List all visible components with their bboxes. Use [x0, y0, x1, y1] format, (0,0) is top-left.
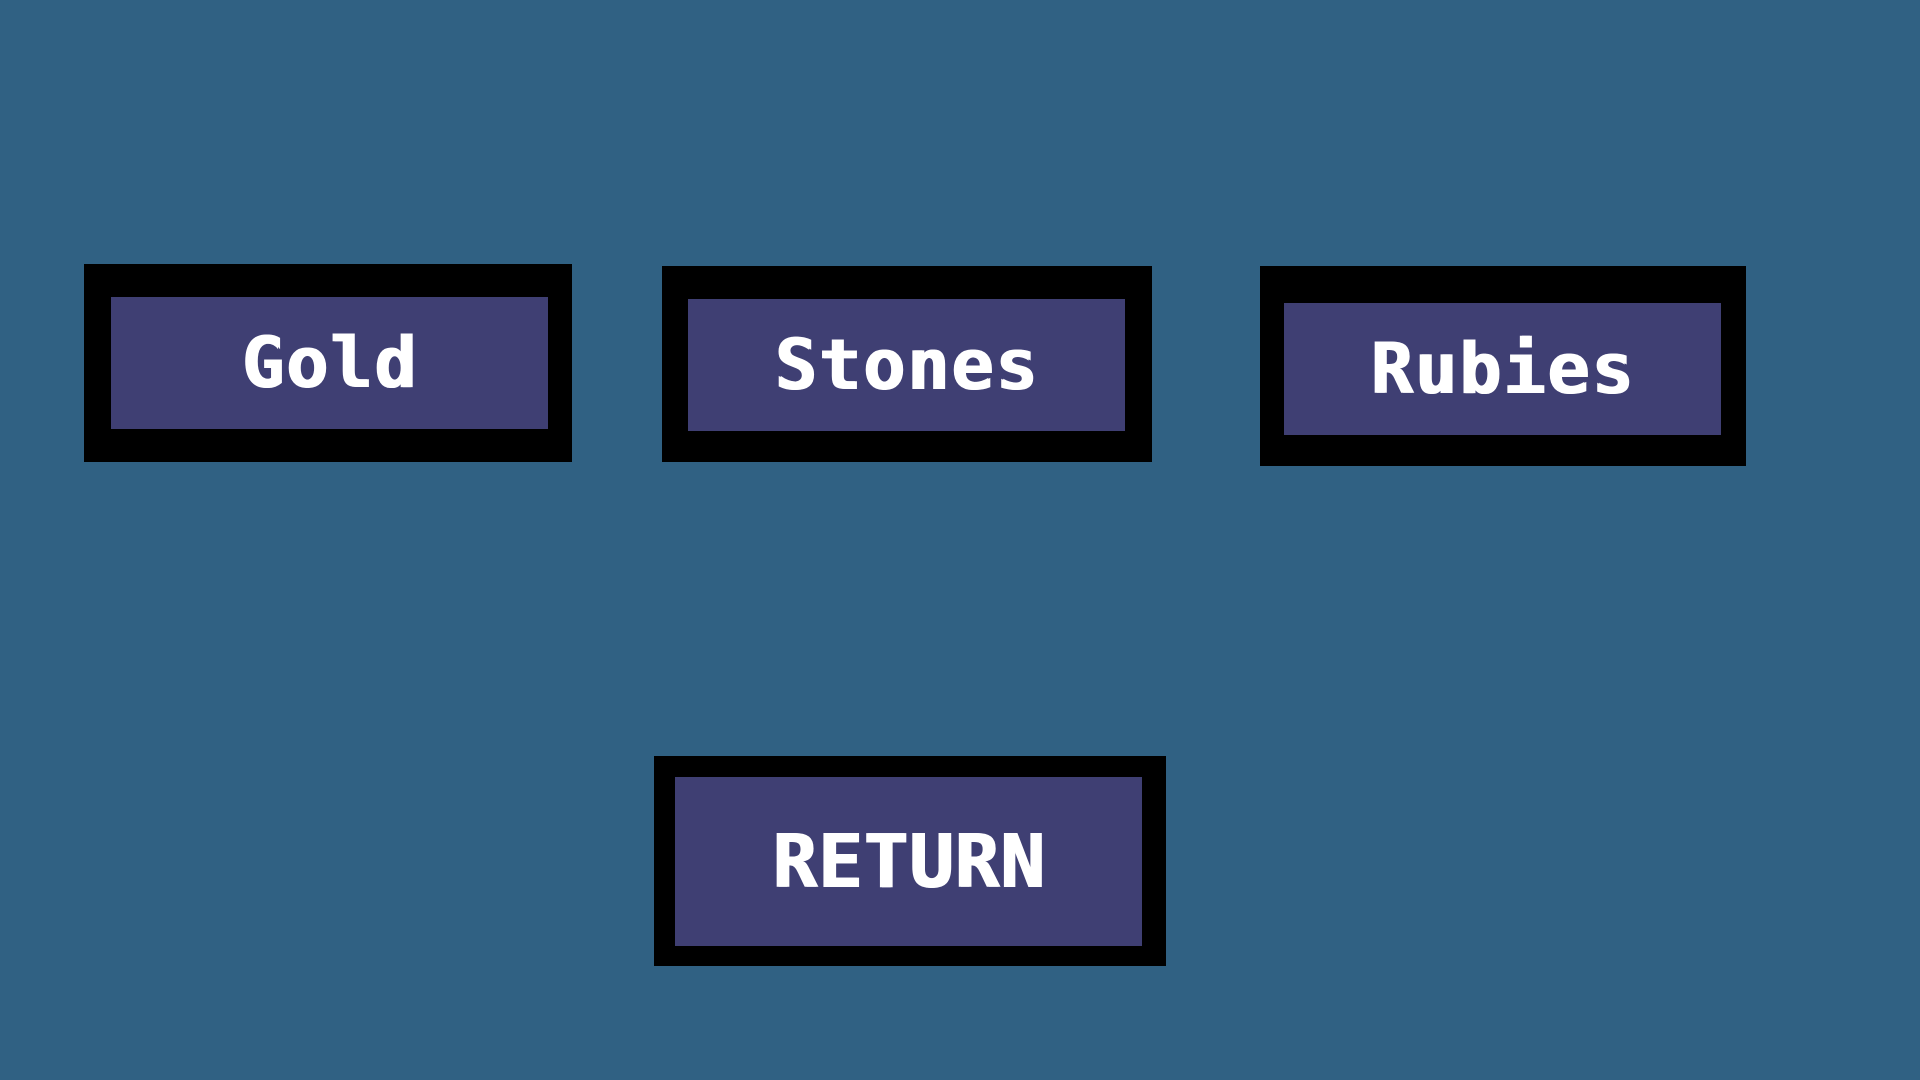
stones-button-face: Stones [688, 299, 1125, 431]
rubies-button[interactable]: Rubies [1260, 266, 1746, 466]
return-button[interactable]: RETURN [654, 756, 1166, 966]
return-button-face: RETURN [675, 777, 1142, 946]
gold-button[interactable]: Gold [84, 264, 572, 462]
stones-button[interactable]: Stones [662, 266, 1152, 462]
stones-button-label: Stones [774, 324, 1039, 406]
rubies-button-label: Rubies [1370, 328, 1635, 410]
gold-button-face: Gold [111, 297, 548, 429]
rubies-button-face: Rubies [1284, 303, 1721, 435]
return-button-label: RETURN [771, 818, 1046, 905]
gold-button-label: Gold [241, 322, 418, 404]
